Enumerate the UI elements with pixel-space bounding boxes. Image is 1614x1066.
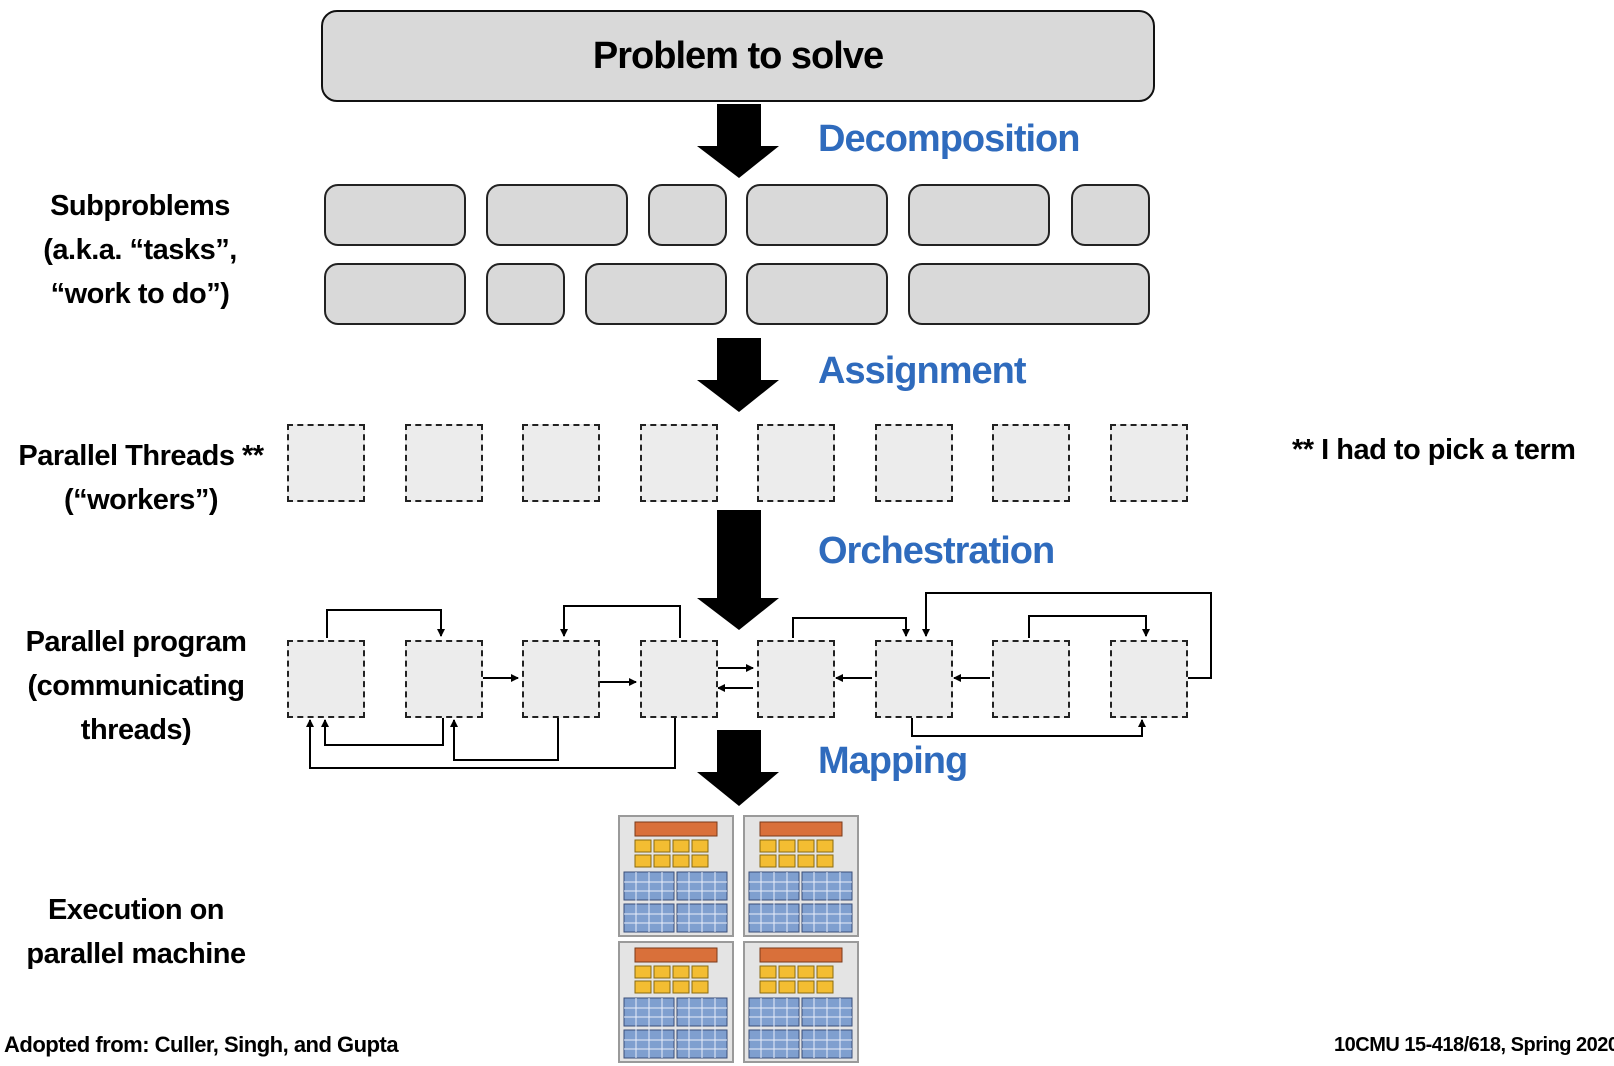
flow-arrow-mapping [697, 730, 779, 806]
stage-assignment: Assignment [818, 350, 1026, 392]
footnote-term: ** I had to pick a term [1292, 434, 1576, 466]
thread-box [992, 424, 1070, 502]
label-line: Execution on [47, 894, 225, 926]
stage-mapping: Mapping [818, 740, 968, 782]
label-line: Parallel program [25, 626, 247, 658]
program-thread-box [640, 640, 718, 718]
label-line: “work to do”) [50, 278, 230, 310]
processor-chip [618, 941, 734, 1063]
credit-text: Adopted from: Culler, Singh, and Gupta [4, 1032, 399, 1057]
task-box [908, 184, 1050, 246]
comm-line [1028, 615, 1150, 638]
label-line: (a.k.a. “tasks”, [43, 234, 237, 266]
thread-box [522, 424, 600, 502]
processor-chip [618, 815, 734, 937]
thread-box [875, 424, 953, 502]
task-box [486, 263, 565, 325]
footer-course: 10CMU 15-418/618, Spring 2020 [1334, 1034, 1614, 1057]
program-thread-box [757, 640, 835, 718]
thread-box [757, 424, 835, 502]
label-line: (“workers”) [63, 484, 219, 516]
thread-box [1110, 424, 1188, 502]
task-box [324, 184, 466, 246]
comm-line [792, 617, 910, 638]
comm-line [911, 717, 1146, 737]
stage-decomposition: Decomposition [818, 118, 1080, 160]
problem-title: Problem to solve [592, 34, 884, 77]
problem-box: Problem to solve [321, 10, 1155, 102]
program-thread-box [287, 640, 365, 718]
flow-arrow-decomposition [697, 104, 779, 178]
thread-box [640, 424, 718, 502]
flow-arrow-assignment [697, 338, 779, 412]
label-line: threads) [80, 714, 192, 746]
page-number: 10 [1334, 1034, 1356, 1056]
task-box [908, 263, 1150, 325]
processor-chip [743, 815, 859, 937]
task-box [324, 263, 466, 325]
program-thread-box [405, 640, 483, 718]
stage-orchestration: Orchestration [818, 530, 1055, 572]
comm-line [450, 717, 559, 761]
program-thread-box [875, 640, 953, 718]
task-box [1071, 184, 1150, 246]
task-box [585, 263, 727, 325]
comm-line [306, 717, 676, 769]
processor-chip [743, 941, 859, 1063]
label-line: parallel machine [26, 938, 246, 970]
label-line: Subproblems [50, 190, 230, 222]
program-thread-box [992, 640, 1070, 718]
task-box [746, 184, 888, 246]
task-box [486, 184, 628, 246]
task-box [648, 184, 727, 246]
thread-box [287, 424, 365, 502]
label-line: Parallel Threads ** [18, 440, 264, 472]
label-program: Parallel program (communicating threads) [20, 620, 252, 752]
task-box [746, 263, 888, 325]
program-thread-box [1110, 640, 1188, 718]
label-line: (communicating [27, 670, 245, 702]
flow-arrow-orchestration [697, 510, 779, 630]
label-threads: Parallel Threads ** (“workers”) [10, 434, 272, 522]
comm-line [326, 609, 445, 638]
comm-line [560, 605, 681, 638]
program-thread-box [522, 640, 600, 718]
comm-line [321, 717, 444, 746]
course-name: CMU 15-418/618, Spring 2020 [1355, 1034, 1614, 1056]
label-execution: Execution on parallel machine [20, 888, 252, 976]
thread-box [405, 424, 483, 502]
label-subproblems: Subproblems (a.k.a. “tasks”, “work to do… [30, 184, 250, 316]
comm-line [922, 592, 1212, 679]
